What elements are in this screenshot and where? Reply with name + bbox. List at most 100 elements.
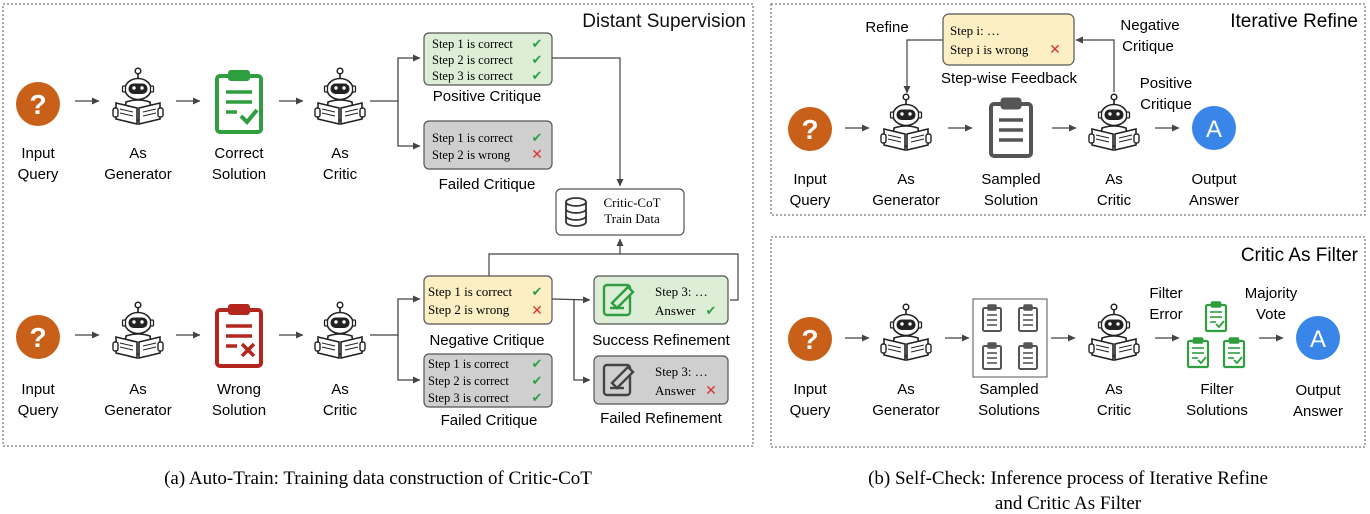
refine-label: Refine: [865, 19, 908, 36]
positive-critique: Step 1 is correct Step 2 is correct Step…: [423, 32, 553, 105]
check-icon: ✔: [532, 68, 543, 83]
negative-critique-label: Negative Critique: [429, 332, 544, 349]
refinement-step: Step 3: …: [655, 284, 708, 299]
check-icon: ✔: [532, 390, 543, 405]
answer-icon: [1192, 106, 1236, 150]
generator-label-2: Generator: [872, 192, 940, 209]
critic-label-2: Critic: [1097, 192, 1132, 209]
robot-icon: [880, 303, 932, 361]
generator-top: As Generator: [104, 67, 172, 183]
generator-b1: As Generator: [872, 93, 940, 209]
answer-glyph: A: [1206, 116, 1222, 143]
generator-b2: As Generator: [872, 303, 940, 419]
database-icon: [565, 197, 587, 227]
clipboard-icon: [989, 97, 1033, 158]
feedback-wrong: Step i is wrong: [950, 42, 1029, 57]
train-data: Critic-CoT Train Data: [555, 188, 685, 236]
panel-b2-title: Critic As Filter: [1241, 245, 1359, 266]
cross-icon: ✕: [531, 146, 543, 162]
critic-b2: As Critic: [1088, 303, 1140, 419]
positive-critique-label: Positive Critique: [433, 88, 541, 105]
generator-bottom: As Generator: [104, 301, 172, 419]
failed-critique-bottom: Step 1 is correct Step 2 is correct Step…: [423, 353, 553, 429]
check-icon: ✔: [532, 36, 543, 51]
generator-label: As: [129, 145, 147, 162]
positive-label-2: Critique: [1140, 96, 1192, 113]
step-text: Step 1 is correct: [428, 284, 513, 299]
robot-icon: [112, 67, 164, 125]
panel-iterative-refine: Iterative Refine Refine Negative Critiqu…: [770, 3, 1366, 216]
generator-label-2: Generator: [104, 166, 172, 183]
input-query-b2: ? Input Query: [788, 317, 832, 419]
caption-a: (a) Auto-Train: Training data constructi…: [164, 468, 592, 489]
caption-b: (b) Self-Check: Inference process of Ite…: [868, 468, 1268, 489]
check-icon: ✔: [532, 373, 543, 388]
input-label-2: Query: [790, 192, 831, 209]
clipboard-check-icon: [215, 70, 263, 134]
refinement-answer: Answer: [655, 383, 696, 398]
train-data-label-2: Train Data: [604, 211, 660, 226]
output-answer-b2: A Output Answer: [1293, 316, 1343, 420]
solutions-label: Sampled: [979, 381, 1038, 398]
edit-note-icon: [602, 363, 635, 397]
solution-label: Correct: [214, 145, 264, 162]
check-icon: ✔: [532, 52, 543, 67]
robot-icon: [112, 301, 164, 359]
step-text: Step 2 is wrong: [428, 302, 510, 317]
failed-refinement: Step 3: … Answer ✕ Failed Refinement: [593, 355, 729, 427]
refinement-answer: Answer: [655, 303, 696, 318]
critic-label: As: [331, 381, 349, 398]
stepwise-feedback: Step i: … Step i is wrong ✕ Step-wise Fe…: [941, 13, 1077, 87]
question-icon: [788, 107, 832, 151]
caption-b-2: and Critic As Filter: [995, 493, 1142, 514]
train-data-label: Critic-CoT: [603, 195, 660, 210]
solution-label: Sampled: [981, 171, 1040, 188]
step-text: Step 1 is correct: [432, 37, 513, 51]
critic-b1: As Critic: [1088, 93, 1140, 209]
failed-critique-label: Failed Critique: [441, 412, 538, 429]
panel-b1-title: Iterative Refine: [1230, 11, 1358, 32]
sampled-solutions: Sampled Solutions: [972, 298, 1048, 419]
panel-auto-train: Distant Supervision ? Input Query As Gen…: [2, 3, 754, 489]
wrong-solution: Wrong Solution: [212, 304, 266, 419]
generator-label: As: [897, 171, 915, 188]
panel-a-title: Distant Supervision: [582, 11, 746, 32]
generator-label-2: Generator: [104, 402, 172, 419]
correct-solution: Correct Solution: [212, 70, 266, 183]
question-glyph: ?: [801, 114, 818, 145]
cross-icon: ✕: [1049, 41, 1061, 57]
input-label: Input: [21, 381, 55, 398]
filter-error-label: Filter: [1149, 285, 1182, 302]
majority-vote-label-2: Vote: [1256, 306, 1286, 323]
output-answer-b1: A Output Answer: [1189, 106, 1239, 209]
success-refinement: Step 3: … Answer ✔ Success Refinement: [592, 275, 731, 349]
critic-label-2: Critic: [323, 402, 358, 419]
step-text: Step 2 is wrong: [432, 148, 511, 162]
generator-label: As: [129, 381, 147, 398]
filter-solutions: Filter Solutions: [1186, 300, 1248, 419]
edit-note-icon: [602, 283, 635, 317]
failed-critique-top: Step 1 is correct Step 2 is wrong ✔ ✕ Fa…: [423, 120, 553, 193]
robot-icon: [314, 301, 366, 359]
question-icon: [788, 317, 832, 361]
input-query-bottom: ? Input Query: [16, 315, 60, 419]
solution-label-2: Solution: [212, 166, 266, 183]
check-icon: ✔: [532, 284, 543, 299]
feedback-label: Step-wise Feedback: [941, 70, 1077, 87]
output-label-2: Answer: [1293, 403, 1343, 420]
step-text: Step 3 is correct: [432, 69, 513, 83]
check-icon: ✔: [706, 303, 717, 318]
solution-label-2: Solution: [984, 192, 1038, 209]
output-label-2: Answer: [1189, 192, 1239, 209]
robot-icon: [1088, 303, 1140, 361]
input-query-top: ? Input Query: [16, 82, 60, 183]
cross-icon: ✕: [531, 302, 543, 318]
failed-refinement-label: Failed Refinement: [600, 410, 723, 427]
filter-solutions-label: Filter: [1200, 381, 1233, 398]
failed-critique-label: Failed Critique: [439, 176, 536, 193]
question-glyph: ?: [801, 324, 818, 355]
clipboard-cross-icon: [215, 304, 263, 368]
input-query-b1: ? Input Query: [788, 107, 832, 209]
check-icon: ✔: [532, 130, 543, 145]
output-label: Output: [1295, 382, 1341, 399]
